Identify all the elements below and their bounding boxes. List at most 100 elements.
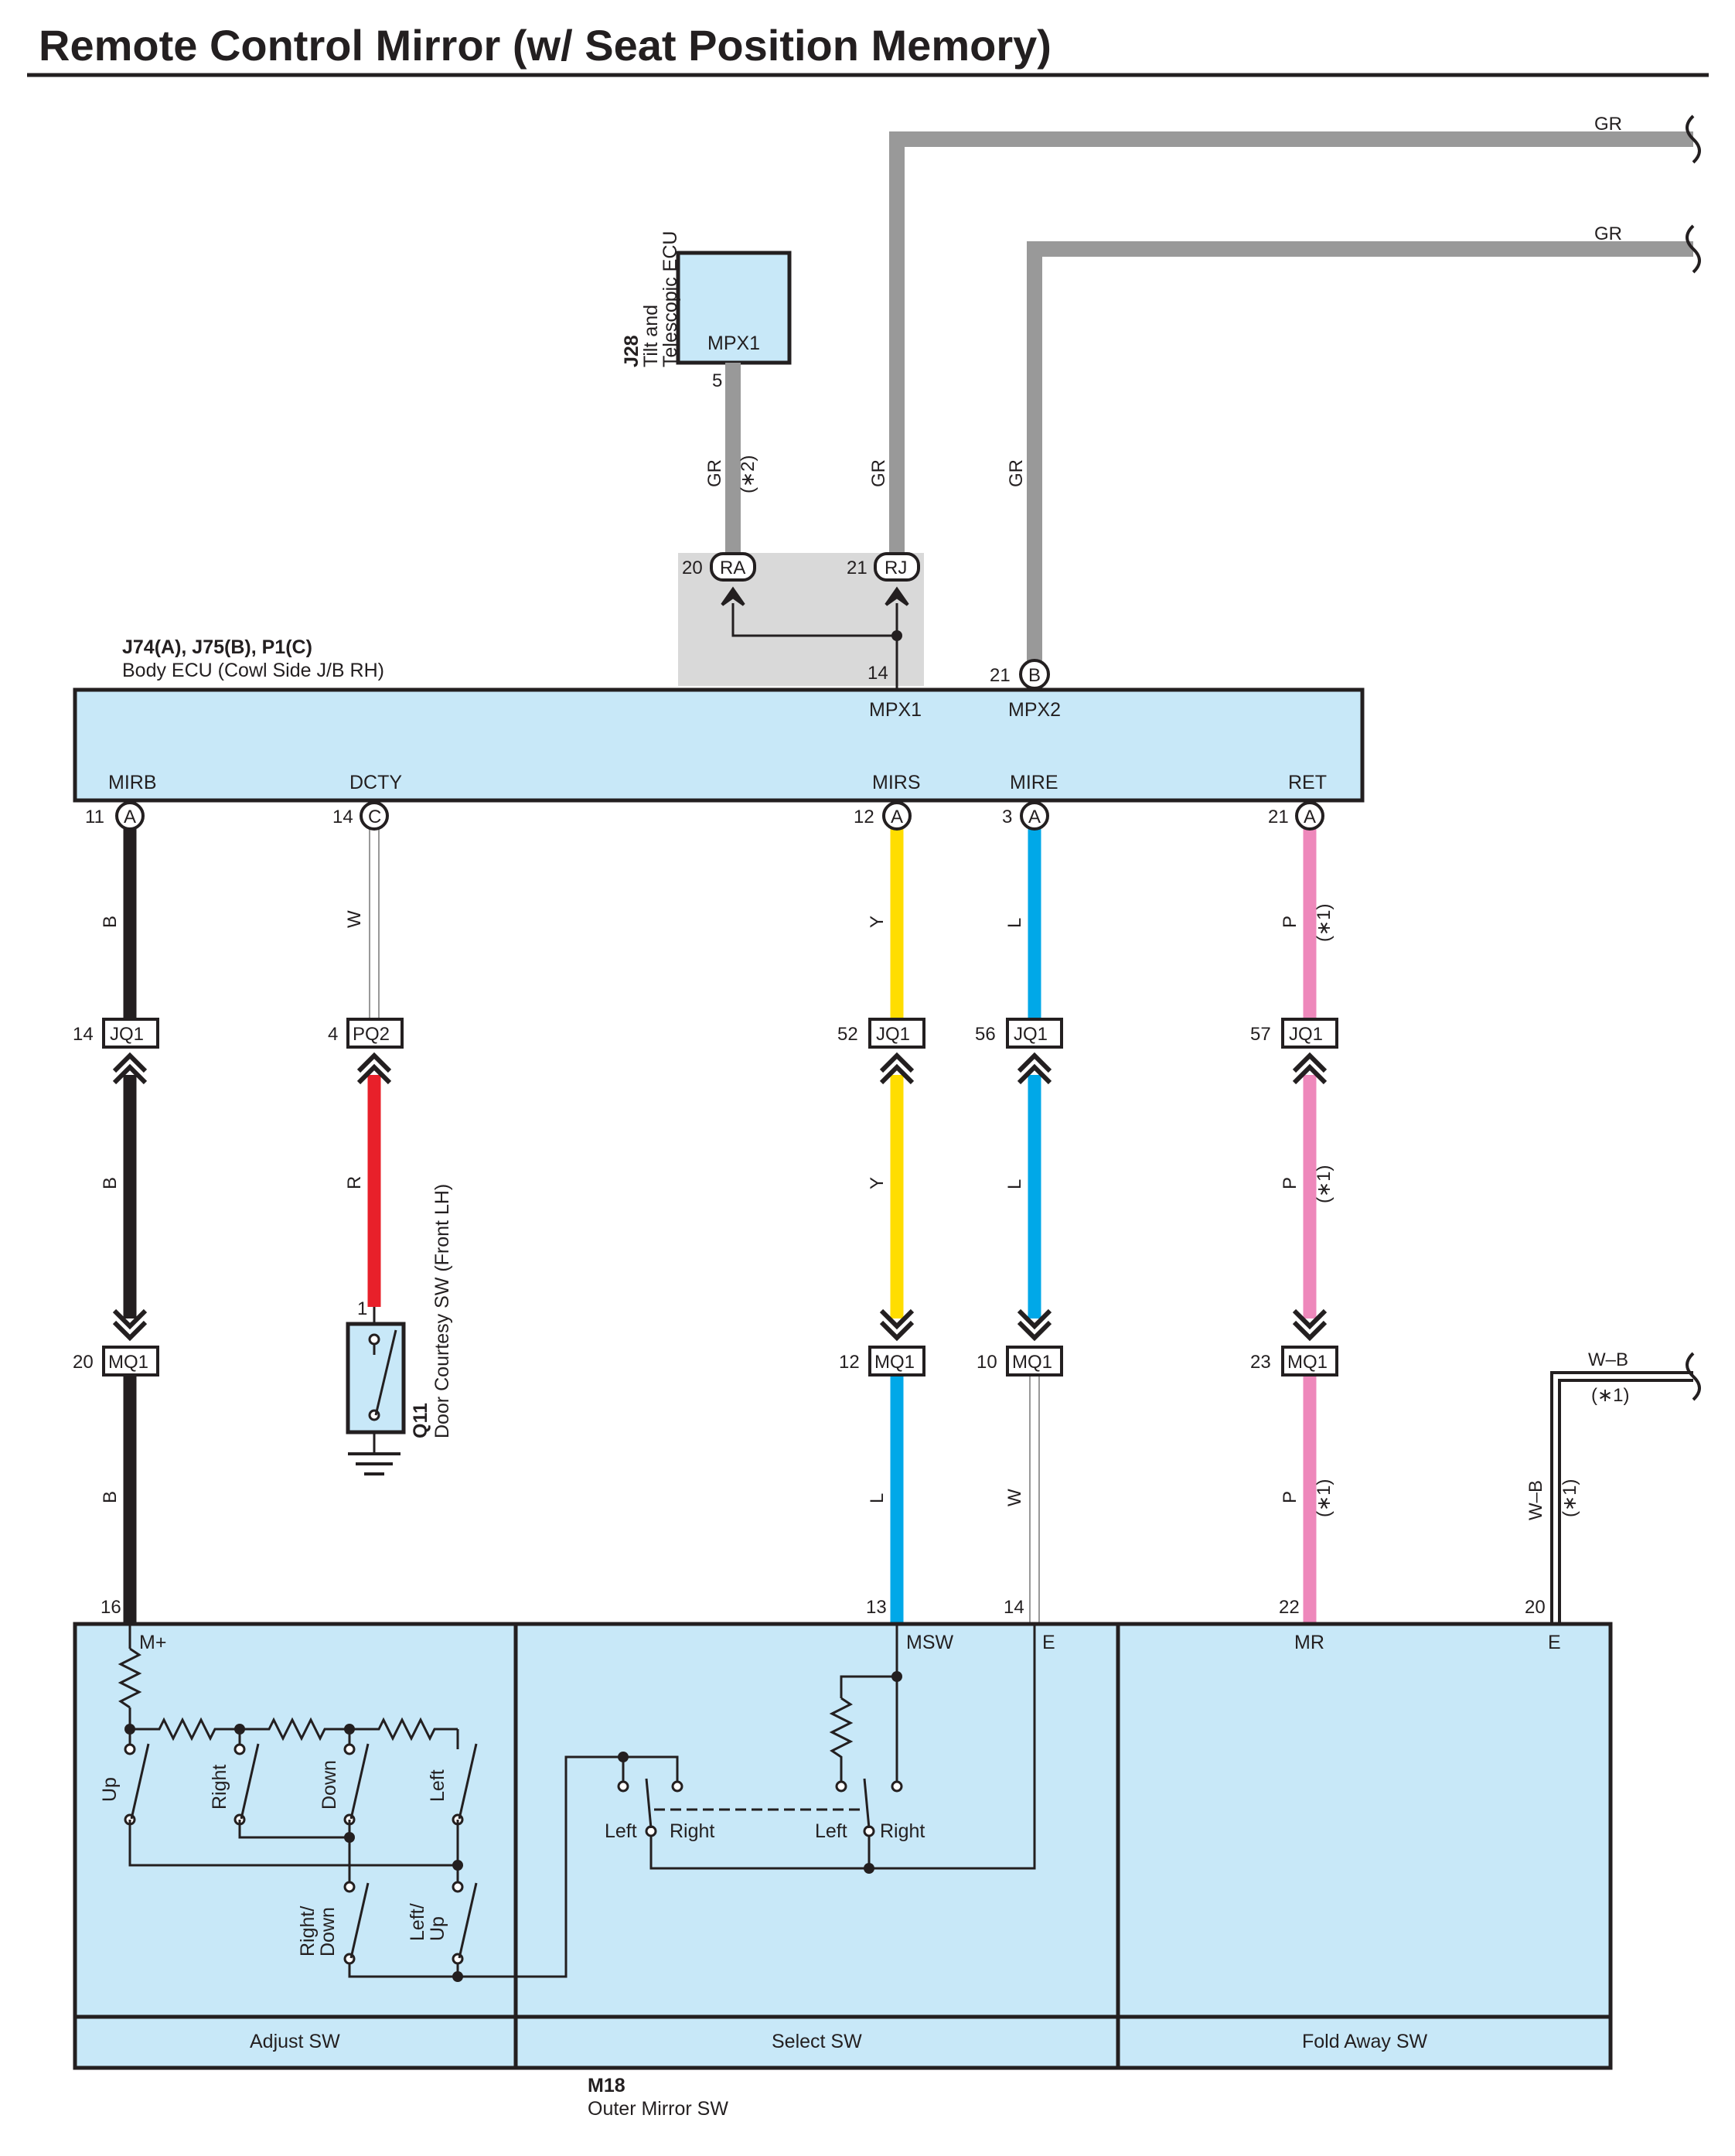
ecu-dcty-conn: C (368, 807, 381, 827)
q11-name: Door Courtesy SW (Front LH) (431, 1184, 453, 1438)
label-mirb-upper: B (100, 916, 121, 928)
junction-ra: RA 20 (682, 552, 756, 606)
label-wb-note: (∗1) (1559, 1479, 1580, 1517)
label-ret-mid: P (1280, 1177, 1300, 1189)
sw-up: Up (99, 1777, 121, 1802)
rj-pin: 21 (847, 558, 868, 578)
m18-terminal-msw: MSW (906, 1632, 954, 1653)
ecu-mpx2-pin: 21 (990, 665, 1011, 686)
mq1-ret-pin: 23 (1250, 1352, 1271, 1373)
adjust-switch-circuit (118, 1624, 623, 1982)
j28-wire-label: GR (704, 459, 725, 487)
jq1-mirb-name: JQ1 (110, 1024, 144, 1045)
sel-left-1: Left (605, 1820, 637, 1842)
q11-code: Q11 (410, 1403, 431, 1438)
label-mirs-lower: L (867, 1493, 888, 1503)
label-wb-top: W–B (1588, 1349, 1628, 1370)
label-wb-vert: W–B (1525, 1480, 1546, 1520)
ecu-mpx2-conn-letter: B (1028, 665, 1041, 686)
jq1-connector-row (102, 1018, 1338, 1085)
jq1-mirs-name: JQ1 (876, 1024, 910, 1045)
page-title: Remote Control Mirror (w/ Seat Position … (39, 21, 1052, 70)
ecu-bottom-connectors (115, 801, 1324, 831)
j28-name-line2: Telescopic ECU (660, 231, 681, 367)
sel-right-2: Right (880, 1820, 925, 1842)
mq1-ret-name: MQ1 (1287, 1352, 1328, 1373)
j28-wire-note: (∗2) (738, 455, 758, 493)
ecu-dcty-pin: 14 (332, 807, 353, 827)
pq2-name: PQ2 (353, 1024, 390, 1045)
jq1-ret-pin: 57 (1250, 1024, 1271, 1045)
jq1-mirs-pin: 52 (837, 1024, 858, 1045)
ecu-mire-pin: 3 (1002, 807, 1012, 827)
ecu-terminal-ret: RET (1288, 772, 1327, 793)
ecu-ret-conn: A (1304, 807, 1316, 827)
sel-left-2: Left (815, 1820, 847, 1842)
m18-terminal-mr: MR (1294, 1632, 1324, 1653)
m18-pin-msw: 13 (866, 1597, 887, 1618)
ecu-mirb-pin: 11 (85, 807, 104, 827)
body-ecu-name: Body ECU (Cowl Side J/B RH) (122, 660, 384, 681)
jq1-ret-name: JQ1 (1289, 1024, 1323, 1045)
ecu-ret-pin: 21 (1268, 807, 1289, 827)
m18-section-fold: Fold Away SW (1302, 2031, 1428, 2052)
ecu-terminal-dcty: DCTY (349, 772, 402, 793)
m18-pin-e2: 20 (1525, 1597, 1546, 1618)
m18-section-select: Select SW (772, 2031, 862, 2052)
mq1-mire-pin: 10 (977, 1352, 997, 1373)
junction-rj: RJ 21 (847, 552, 920, 606)
ra-pin: 20 (682, 558, 703, 578)
label-mirs-mid: Y (867, 1177, 888, 1189)
b-wire-label: GR (1006, 459, 1027, 487)
ecu-terminal-mpx1: MPX1 (869, 699, 922, 721)
mq1-mirs-name: MQ1 (874, 1352, 915, 1373)
m18-code: M18 (588, 2075, 625, 2096)
mq1-mirb-name: MQ1 (108, 1352, 148, 1373)
wb-break (1686, 1352, 1701, 1401)
gr-second-break (1686, 224, 1701, 274)
select-switch-circuit (617, 1624, 1036, 1874)
ecu-terminal-mpx2: MPX2 (1008, 699, 1061, 721)
sw-right-down-2: Down (317, 1907, 339, 1956)
m18-terminal-m-plus: M+ (139, 1632, 166, 1653)
ecu-terminal-mirs: MIRS (872, 772, 921, 793)
rj-wire-label: GR (868, 459, 889, 487)
ecu-terminal-mirb: MIRB (108, 772, 157, 793)
label-mirs-upper: Y (867, 916, 888, 928)
label-ret-upper: P (1280, 916, 1300, 928)
m18-pin-mr: 22 (1279, 1597, 1300, 1618)
sw-left-up-2: Up (427, 1916, 448, 1941)
mq1-mirs-pin: 12 (839, 1352, 860, 1373)
mq1-mirb-pin: 20 (73, 1352, 94, 1373)
ecu-mpx1-pin: 14 (868, 663, 888, 684)
label-dcty-mid: R (344, 1176, 365, 1189)
ecu-terminal-mire: MIRE (1010, 772, 1058, 793)
jq1-mire-pin: 56 (975, 1024, 996, 1045)
label-mirb-mid: B (100, 1177, 121, 1189)
mq1-mire-name: MQ1 (1012, 1352, 1052, 1373)
label-mirb-lower: B (100, 1491, 121, 1503)
sw-right-down-1: Right/ (297, 1906, 319, 1956)
gr-top-break (1686, 114, 1701, 164)
m18-pin-e1: 14 (1004, 1597, 1024, 1618)
label-ret-upper-note: (∗1) (1314, 904, 1334, 942)
j28-code: J28 (621, 335, 643, 367)
label-ret-mid-note: (∗1) (1314, 1165, 1334, 1203)
mq1-connector-row (102, 1308, 1338, 1376)
m18-section-adjust: Adjust SW (250, 2031, 340, 2052)
m18-pin-m-plus: 16 (101, 1597, 121, 1618)
label-mire-lower: W (1004, 1489, 1025, 1506)
junction-link (731, 603, 897, 637)
ra-label: RA (720, 558, 745, 578)
q11-door-courtesy-switch (346, 1322, 406, 1475)
ecu-mirs-pin: 12 (854, 807, 874, 827)
m18-name: Outer Mirror SW (588, 2098, 728, 2120)
label-wb-top-note: (∗1) (1591, 1385, 1629, 1406)
ecu-mire-conn: A (1028, 807, 1041, 827)
sw-right: Right (209, 1765, 230, 1810)
q11-pin: 1 (357, 1298, 367, 1319)
body-ecu-box (73, 687, 1365, 803)
m18-terminal-e1: E (1042, 1632, 1055, 1653)
gr-top-label: GR (1594, 114, 1622, 135)
body-ecu-code: J74(A), J75(B), P1(C) (122, 636, 312, 658)
